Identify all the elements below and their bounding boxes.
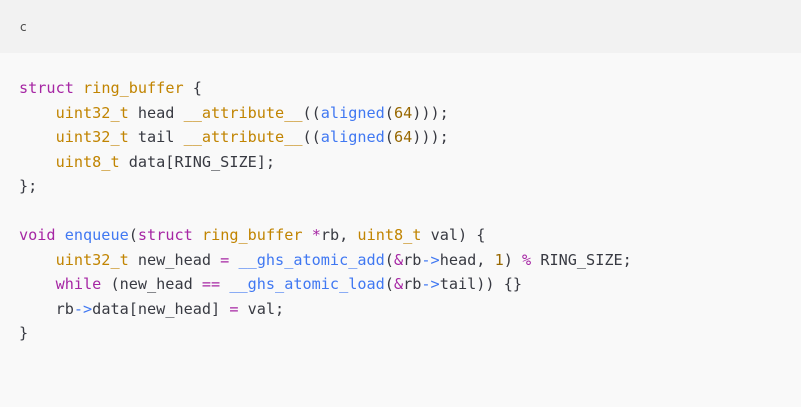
code-token-plain: head,	[439, 250, 495, 269]
code-token-number: 64	[393, 103, 413, 122]
code-token-type: uint32_t	[55, 103, 129, 122]
code-token-plain: tail)) {}	[439, 275, 522, 293]
code-token-type: ring_buffer	[201, 226, 303, 244]
code-token-keyword: struct	[137, 226, 193, 244]
code-token-func: __ghs_atomic_add	[238, 250, 385, 269]
code-token-plain: val) {	[421, 226, 486, 244]
code-token-func: __ghs_atomic_load	[229, 275, 385, 293]
code-token-plain	[19, 104, 56, 122]
code-token-op: ->	[421, 250, 440, 269]
code-line: uint32_t head __attribute__((aligned(64)…	[19, 101, 801, 126]
code-token-plain: rb	[403, 275, 422, 293]
code-token-plain: (	[384, 103, 394, 122]
code-token-keyword: &	[393, 275, 404, 293]
code-token-plain	[19, 251, 56, 269]
code-token-func: aligned	[320, 103, 385, 122]
code-header: c	[0, 0, 801, 53]
code-token-keyword: =	[220, 250, 230, 269]
code-line: rb->data[new_head] = val;	[19, 297, 801, 322]
code-line	[19, 199, 801, 224]
code-token-plain: rb	[19, 299, 74, 318]
code-token-keyword: *	[311, 226, 321, 244]
code-token-plain: (new_head	[101, 275, 202, 293]
code-line: };	[19, 174, 801, 199]
code-line: struct ring_buffer {	[19, 76, 801, 101]
code-token-plain: }	[19, 324, 29, 342]
code-token-keyword: ==	[201, 275, 221, 293]
code-token-keyword: %	[522, 250, 532, 269]
code-token-type: uint32_t	[55, 128, 129, 146]
code-token-plain	[220, 275, 229, 293]
code-token-number: 64	[393, 128, 413, 146]
code-token-plain: data[RING_SIZE];	[119, 152, 276, 171]
code-token-plain: data[new_head]	[92, 299, 230, 318]
code-token-plain	[56, 226, 65, 244]
code-token-plain: ((	[302, 128, 321, 146]
code-token-type: __attribute__	[183, 128, 303, 146]
code-token-type: __attribute__	[183, 103, 303, 122]
code-token-plain: ((	[302, 103, 321, 122]
code-token-plain: rb,	[320, 226, 358, 244]
code-token-plain: new_head	[128, 250, 221, 269]
code-line: uint32_t tail __attribute__((aligned(64)…	[19, 125, 801, 150]
code-token-plain: )));	[412, 128, 449, 146]
code-token-type: uint8_t	[55, 152, 120, 171]
code-token-plain: rb	[403, 250, 422, 269]
code-token-plain	[74, 79, 83, 97]
code-token-plain: (	[384, 128, 394, 146]
code-line: void enqueue(struct ring_buffer *rb, uin…	[19, 223, 801, 248]
code-token-plain	[19, 153, 56, 171]
code-token-plain: )	[503, 250, 523, 269]
code-token-type: ring_buffer	[83, 79, 184, 97]
code-token-op: ->	[421, 275, 440, 293]
code-token-op: ->	[73, 299, 93, 318]
code-line: while (new_head == __ghs_atomic_load(&rb…	[19, 272, 801, 297]
code-token-plain: )));	[412, 103, 449, 122]
code-token-type: uint8_t	[357, 226, 422, 244]
code-line: }	[19, 321, 801, 346]
code-token-func: aligned	[320, 128, 385, 146]
code-token-keyword: void	[19, 226, 56, 244]
code-token-plain: head	[128, 103, 184, 122]
code-token-plain: };	[19, 177, 38, 195]
code-token-keyword: &	[393, 250, 404, 269]
code-token-keyword: while	[55, 275, 102, 293]
code-token-plain	[19, 128, 56, 146]
code-token-plain: (	[384, 275, 394, 293]
code-token-type: uint32_t	[55, 250, 129, 269]
code-token-plain: {	[183, 79, 202, 97]
code-token-plain: RING_SIZE;	[531, 250, 632, 269]
code-token-number: 1	[494, 250, 504, 269]
code-token-keyword: struct	[19, 79, 74, 97]
code-token-plain	[19, 275, 56, 293]
code-token-plain	[193, 226, 202, 244]
code-token-keyword: =	[229, 299, 239, 318]
code-token-plain: (	[384, 250, 394, 269]
code-body[interactable]: struct ring_buffer { uint32_t head __att…	[0, 53, 801, 346]
code-token-plain: val;	[238, 299, 285, 318]
code-line: uint32_t new_head = __ghs_atomic_add(&rb…	[19, 248, 801, 273]
code-token-plain: (	[128, 226, 138, 244]
code-token-plain	[303, 226, 312, 244]
code-token-func: enqueue	[64, 226, 129, 244]
language-label: c	[20, 19, 27, 34]
code-token-plain: tail	[128, 128, 184, 146]
code-line: uint8_t data[RING_SIZE];	[19, 150, 801, 175]
